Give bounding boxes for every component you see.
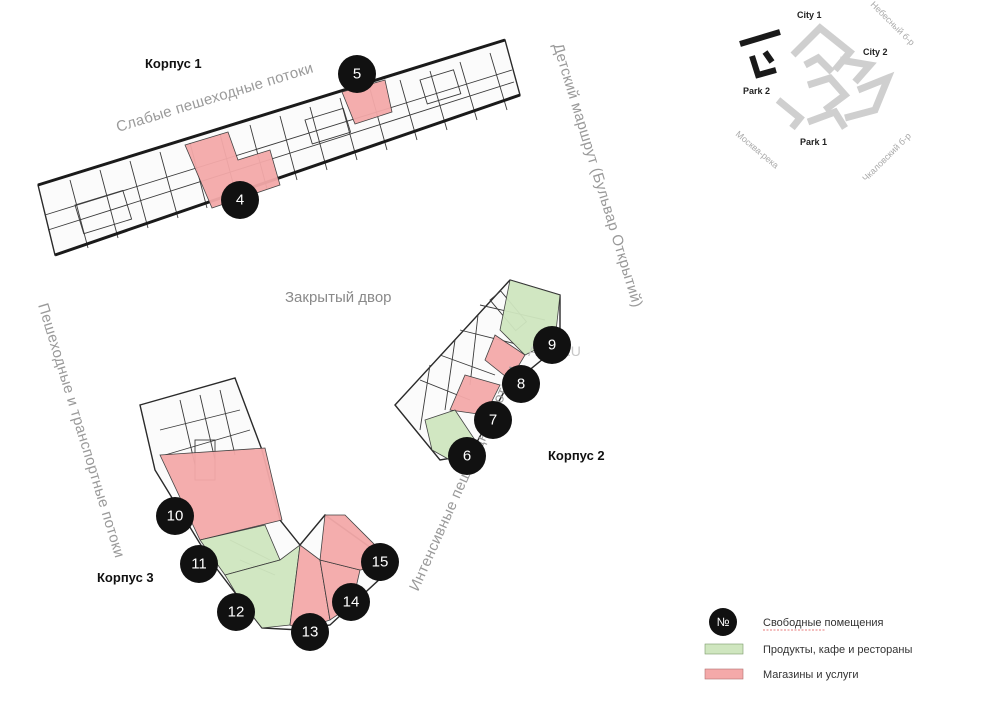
premise-badge-4[interactable]: 4	[221, 181, 259, 219]
korpus-1-building	[37, 38, 521, 257]
svg-text:14: 14	[343, 594, 360, 611]
svg-text:12: 12	[228, 604, 245, 621]
svg-text:8: 8	[517, 376, 525, 393]
legend-free-premises-label: Свободные помещения	[763, 617, 884, 629]
svg-text:13: 13	[302, 624, 319, 641]
legend-free-premises: № Свободные помещения	[709, 608, 884, 636]
pedestrian-transport-flow-label: Пешеходные и транспортные потоки	[34, 301, 128, 560]
svg-text:10: 10	[167, 508, 184, 525]
premise-badge-12[interactable]: 12	[217, 593, 255, 631]
minimap-city1-label: City 1	[797, 10, 822, 20]
svg-text:15: 15	[372, 554, 389, 571]
svg-text:5: 5	[353, 66, 361, 83]
premise-badge-5[interactable]: 5	[338, 55, 376, 93]
svg-text:6: 6	[463, 448, 471, 465]
legend-food: Продукты, кафе и рестораны	[704, 643, 912, 656]
legend-food-label: Продукты, кафе и рестораны	[763, 644, 912, 656]
minimap-site-blocks	[739, 29, 781, 79]
svg-text:4: 4	[236, 192, 244, 209]
minimap-park1-label: Park 1	[800, 137, 827, 147]
legend-shops-swatch	[704, 668, 744, 680]
premise-badge-10[interactable]: 10	[156, 497, 194, 535]
legend-food-swatch	[704, 643, 744, 655]
children-route-label: Детский маршрут (Бульвар Открытий)	[549, 41, 646, 309]
korpus-1-label: Корпус 1	[145, 56, 202, 71]
premise-badge-15[interactable]: 15	[361, 543, 399, 581]
premise-badge-7[interactable]: 7	[474, 401, 512, 439]
premise-4-area[interactable]	[184, 131, 281, 209]
minimap-moskva-river-label: Москва-река	[734, 129, 781, 171]
svg-text:11: 11	[191, 556, 207, 573]
premise-badge-14[interactable]: 14	[332, 583, 370, 621]
premise-badge-11[interactable]: 11	[180, 545, 218, 583]
korpus-3-label: Корпус 3	[97, 570, 154, 585]
korpus-2-building	[394, 279, 561, 461]
legend-badge-symbol: №	[717, 615, 730, 629]
premise-badge-6[interactable]: 6	[448, 437, 486, 475]
legend: № Свободные помещения Продукты, кафе и р…	[704, 608, 912, 681]
minimap-chkalovsky-road-label: Чкаловский б-р	[860, 131, 913, 184]
minimap-park2-label: Park 2	[743, 86, 770, 96]
legend-badge-icon	[709, 608, 737, 636]
premise-badge-9[interactable]: 9	[533, 326, 571, 364]
minimap-neighbor-blocks	[775, 23, 895, 131]
minimap-nebesny-road-label: Небесный б-р	[869, 0, 917, 47]
premise-badge-8[interactable]: 8	[502, 365, 540, 403]
premise-badge-13[interactable]: 13	[291, 613, 329, 651]
korpus-2-label: Корпус 2	[548, 448, 605, 463]
location-minimap: City 1 City 2 Park 2 Park 1 Небесный б-р…	[734, 0, 917, 183]
svg-text:7: 7	[489, 412, 497, 429]
svg-text:9: 9	[548, 337, 556, 354]
legend-shops-label: Магазины и услуги	[763, 669, 859, 681]
legend-shops: Магазины и услуги	[704, 668, 859, 681]
minimap-city2-label: City 2	[863, 47, 888, 57]
courtyard-label: Закрытый двор	[285, 289, 392, 306]
